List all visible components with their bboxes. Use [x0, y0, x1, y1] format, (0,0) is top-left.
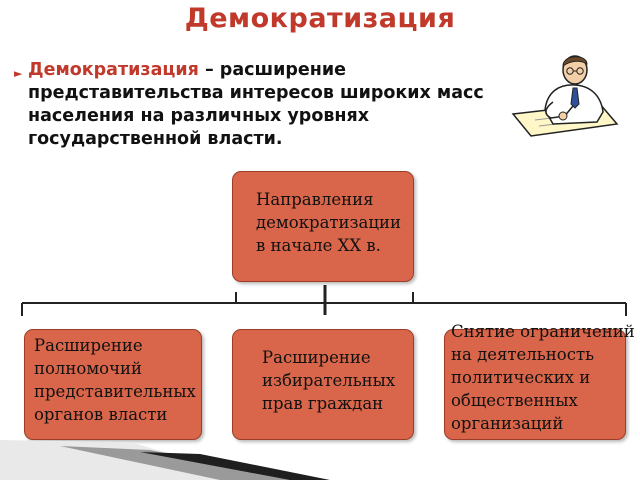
definition-body: – расширение представительства интересов… — [28, 60, 484, 149]
decorative-stripe — [0, 440, 330, 480]
child-box-powers — [24, 329, 202, 440]
triangle-bullet-icon: ► — [14, 67, 23, 80]
definition-bullet: ► Демократизация – расширение представит… — [14, 59, 494, 151]
child-box-restrictions-label: Снятие ограничений на деятельность полит… — [451, 322, 635, 433]
slide-title: Демократизация — [184, 3, 456, 34]
definition-term: Демократизация — [28, 60, 199, 80]
child-box-suffrage-label: Расширение избирательных прав граждан — [262, 348, 396, 413]
root-box-label: Направления демократизации в начале XX в… — [256, 190, 401, 255]
root-box — [232, 171, 414, 282]
writing-man-clipart-icon — [511, 55, 619, 137]
child-box-suffrage — [232, 329, 414, 440]
definition-text: Демократизация – расширение представител… — [14, 59, 494, 151]
child-box-restrictions — [444, 329, 626, 440]
child-box-powers-label: Расширение полномочий представительных о… — [34, 336, 196, 424]
